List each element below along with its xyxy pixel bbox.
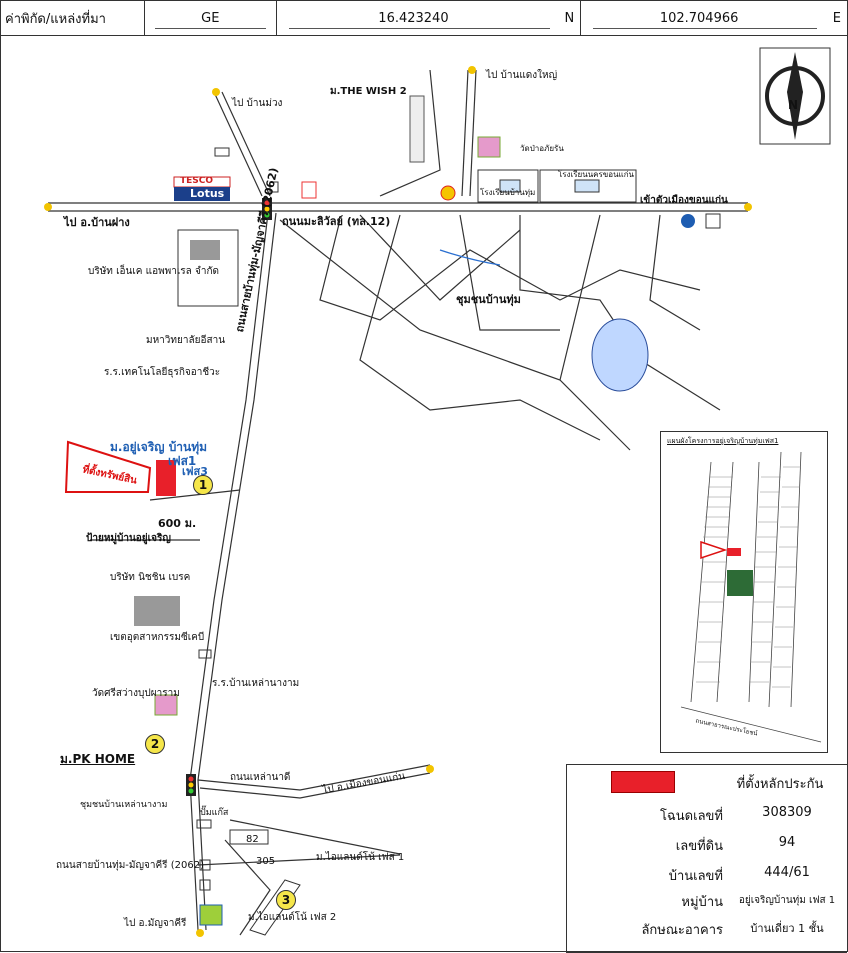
info-value: 444/61 — [764, 865, 810, 880]
info-key: หมู่บ้าน — [681, 895, 723, 910]
asset-info-table: ที่ตั้งหลักประกัน โฉนดเลขที่ 308309 เลขที… — [566, 764, 847, 953]
label-gas: ปั๊มแก๊ส — [200, 808, 229, 818]
label-island-2: ม.ไอแลนด์โน้ เฟส 2 — [248, 912, 337, 923]
legend-swatch — [611, 771, 675, 793]
condo-tower — [409, 95, 425, 163]
info-value: บ้านเดี่ยว 1 ชั้น — [750, 922, 824, 935]
label-school-lao: ร.ร.บ้านเหล่านางาม — [212, 678, 300, 689]
label-ban-fang: ไป อ.บ้านฝาง — [64, 216, 130, 229]
phone-icon — [214, 147, 230, 157]
label-tesco: TESCO — [180, 176, 214, 186]
label-wat: วัดศรีสว่างบุปผาราม — [92, 688, 180, 699]
coord-label: ค่าพิกัด/แหล่งที่มา — [5, 11, 106, 27]
label-ban-muang: ไป บ้านม่วง — [232, 98, 283, 109]
legend-label: ที่ตั้งหลักประกัน — [736, 777, 824, 792]
shell-icon — [440, 185, 456, 201]
longitude-unit: E — [832, 10, 841, 26]
asset-arrow-icon — [64, 440, 152, 493]
north-label: N — [788, 98, 799, 112]
inset-drawing — [680, 451, 822, 743]
fuel-icon — [199, 904, 223, 926]
label-pk-home: ม.PK HOME — [60, 752, 136, 766]
label-industrial: เขตอุตสาหกรรมซีเคบี — [110, 632, 205, 643]
info-value: 94 — [778, 835, 796, 850]
pin-3: 3 — [276, 890, 296, 910]
label-nissin: บริษัท นิชชิน เบรค — [110, 572, 191, 583]
label-distance: 600 ม. — [158, 517, 197, 530]
info-value: 308309 — [762, 805, 812, 820]
label-khonkaen-school: โรงเรียนนครขอนแก่น — [558, 170, 635, 179]
label-community: ชุมชนบ้านทุ่ม — [456, 293, 521, 306]
source-value: GE — [201, 10, 220, 26]
label-community-lao: ชุมชนบ้านเหล่านางาม — [80, 800, 168, 810]
info-key: โฉนดเลขที่ — [659, 809, 723, 824]
label-ban-thum-school: โรงเรียนบ้านทุ่ม — [480, 188, 536, 197]
label-lao-nadi: ถนนเหล่านาดี — [230, 772, 291, 783]
label-to-khonkaen: เข้าตัวเมืองขอนแก่น — [640, 195, 728, 206]
latitude-unit: N — [564, 10, 575, 26]
label-project-name: ม.อยู่เจริญ บ้านทุ่ม — [110, 440, 208, 454]
info-key: ลักษณะอาคาร — [641, 923, 723, 938]
road-2062 — [189, 212, 269, 931]
latitude-value: 16.423240 — [378, 10, 449, 26]
label-wat-pa: วัดป่าอภัยรัน — [520, 144, 564, 153]
coord-label-cell: ค่าพิกัด/แหล่งที่มา — [1, 1, 145, 35]
label-82: 82 — [246, 834, 259, 845]
label-en-k: บริษัท เอ็นเค แอพพาเรล จำกัด — [88, 266, 219, 277]
label-sign: ป้ายหมู่บ้านอยู่เจริญ — [86, 533, 171, 544]
seven-eleven-icon — [301, 181, 317, 199]
longitude-value: 102.704966 — [659, 10, 739, 26]
info-key: เลขที่ดิน — [675, 839, 723, 854]
label-manja: ไป อ.มัญจาคีรี — [124, 918, 187, 929]
gas-station-icon — [681, 214, 695, 228]
latitude-cell: 16.423240 N — [277, 1, 582, 35]
inset-asset-marker — [727, 548, 741, 556]
label-north-university: มหาวิทยาลัยอีสาน — [146, 335, 226, 346]
info-value: อยู่เจริญบ้านทุ่ม เฟส 1 — [738, 895, 836, 906]
label-tech-school: ร.ร.เทคโนโลยีธุรกิจอาชีวะ — [104, 367, 221, 378]
map-canvas — [44, 47, 831, 937]
asset-site-marker — [156, 460, 176, 496]
compass-icon — [787, 52, 803, 140]
label-island-1: ม.ไอแลนด์โน้ เฟส 1 — [316, 852, 405, 863]
factory-block — [177, 229, 239, 307]
pin-1: 1 — [193, 475, 213, 495]
label-mali-road: ถนนมะลิวัลย์ (ทล.12) — [282, 215, 391, 228]
label-phase3: เฟส3 — [182, 465, 208, 478]
inset-title: แผนผังโครงการอยู่เจริญบ้านทุ่มเฟส1 — [667, 437, 779, 445]
info-key: บ้านเลขที่ — [668, 869, 723, 884]
label-road-2062-b: ถนนสายบ้านทุ่ม-มัญจาคีรี (2062) — [56, 860, 204, 871]
label-305: 305 — [256, 856, 276, 867]
lake — [591, 318, 649, 392]
inset-plan: แผนผังโครงการอยู่เจริญบ้านทุ่มเฟส1 ถนนสา… — [660, 431, 828, 753]
pin-2: 2 — [145, 734, 165, 754]
label-ban-daeng-yai: ไป บ้านแดงใหญ่ — [486, 70, 558, 81]
label-project-phase: เฟส1 — [168, 454, 197, 468]
inset-park — [727, 570, 753, 596]
coordinate-header: ค่าพิกัด/แหล่งที่มา GE 16.423240 N 102.70… — [0, 0, 848, 36]
industrial-icon — [134, 596, 180, 626]
longitude-cell: 102.704966 E — [581, 1, 847, 35]
source-cell: GE — [145, 1, 277, 35]
label-lotus: Lotus — [190, 187, 225, 200]
hospital-icon — [705, 213, 721, 229]
temple-icon — [154, 694, 178, 716]
inset-arrow-icon — [700, 540, 728, 560]
label-the-wish: ม.THE WISH 2 — [330, 86, 407, 97]
